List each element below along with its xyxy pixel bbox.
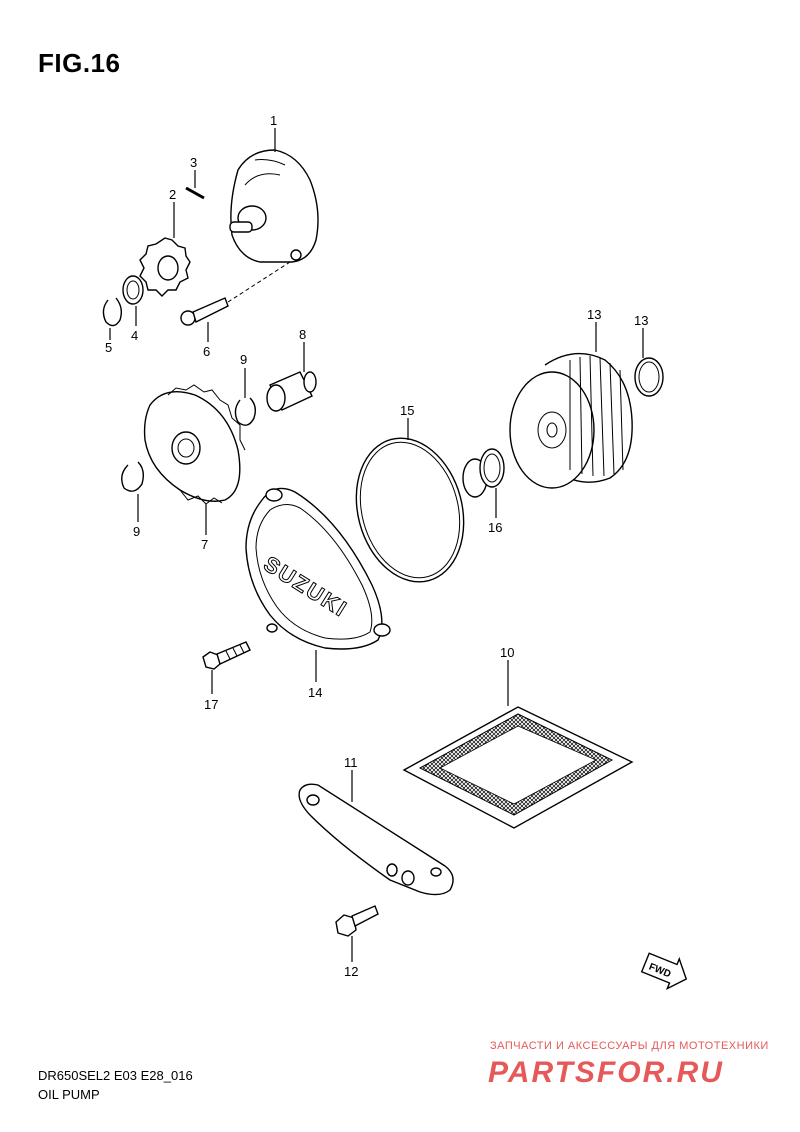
part-11-plate xyxy=(298,783,454,896)
callout-5: 5 xyxy=(105,340,112,355)
callout-7: 7 xyxy=(201,537,208,552)
callout-14: 13 xyxy=(634,313,648,328)
callout-17: 16 xyxy=(488,520,502,535)
callout-15: 14 xyxy=(308,685,322,700)
callout-2: 2 xyxy=(169,187,176,202)
part-8-shaft xyxy=(266,371,317,412)
part-6-screw xyxy=(180,261,291,326)
watermark-logo: PARTSFOR.RU xyxy=(488,1056,724,1089)
part-1-pump-body xyxy=(229,149,319,263)
part-2-drive-gear xyxy=(139,237,191,297)
part-7-driven-gear xyxy=(143,384,246,505)
callout-11: 11 xyxy=(344,755,358,770)
part-16-gasket xyxy=(355,437,465,583)
callout-3: 3 xyxy=(190,155,197,170)
part-4-washer xyxy=(122,275,144,305)
callout-10: 10 xyxy=(500,645,514,660)
callout-16: 15 xyxy=(400,403,414,418)
callout-8: 8 xyxy=(299,327,306,342)
callout-6: 6 xyxy=(203,344,210,359)
callout-9-upper: 9 xyxy=(240,352,247,367)
part-15-filter-cover: SUZUKI xyxy=(245,487,391,650)
section-name: OIL PUMP xyxy=(38,1087,100,1102)
leader-lines xyxy=(109,128,644,962)
part-17-spring xyxy=(462,448,505,498)
callout-12: 12 xyxy=(344,964,358,979)
fwd-arrow-icon: FWD xyxy=(640,952,688,991)
part-14-o-ring xyxy=(634,357,664,397)
part-18-bolt xyxy=(202,641,251,670)
figure-title: FIG.16 xyxy=(38,48,121,78)
callout-4: 4 xyxy=(131,328,138,343)
model-code: DR650SEL2 E03 E28_016 xyxy=(38,1068,193,1083)
part-10-strainer xyxy=(402,706,634,829)
part-13-oil-filter xyxy=(509,352,633,489)
part-5-circlip xyxy=(102,297,123,327)
callout-1: 1 xyxy=(270,113,277,128)
watermark-tagline: ЗАПЧАСТИ И АКСЕССУАРЫ ДЛЯ МОТОТЕХНИКИ xyxy=(490,1040,769,1052)
part-3-pin xyxy=(185,186,205,200)
part-12-bolt xyxy=(335,905,379,937)
callout-13: 13 xyxy=(587,307,601,322)
part-9-circlip-upper xyxy=(234,397,257,426)
callout-18: 17 xyxy=(204,697,218,712)
callout-numbers: 1 3 2 4 5 6 8 9 7 9 13 13 15 16 14 17 10… xyxy=(105,113,648,979)
part-9-circlip-lower xyxy=(121,461,145,492)
callout-9-lower: 9 xyxy=(133,524,140,539)
